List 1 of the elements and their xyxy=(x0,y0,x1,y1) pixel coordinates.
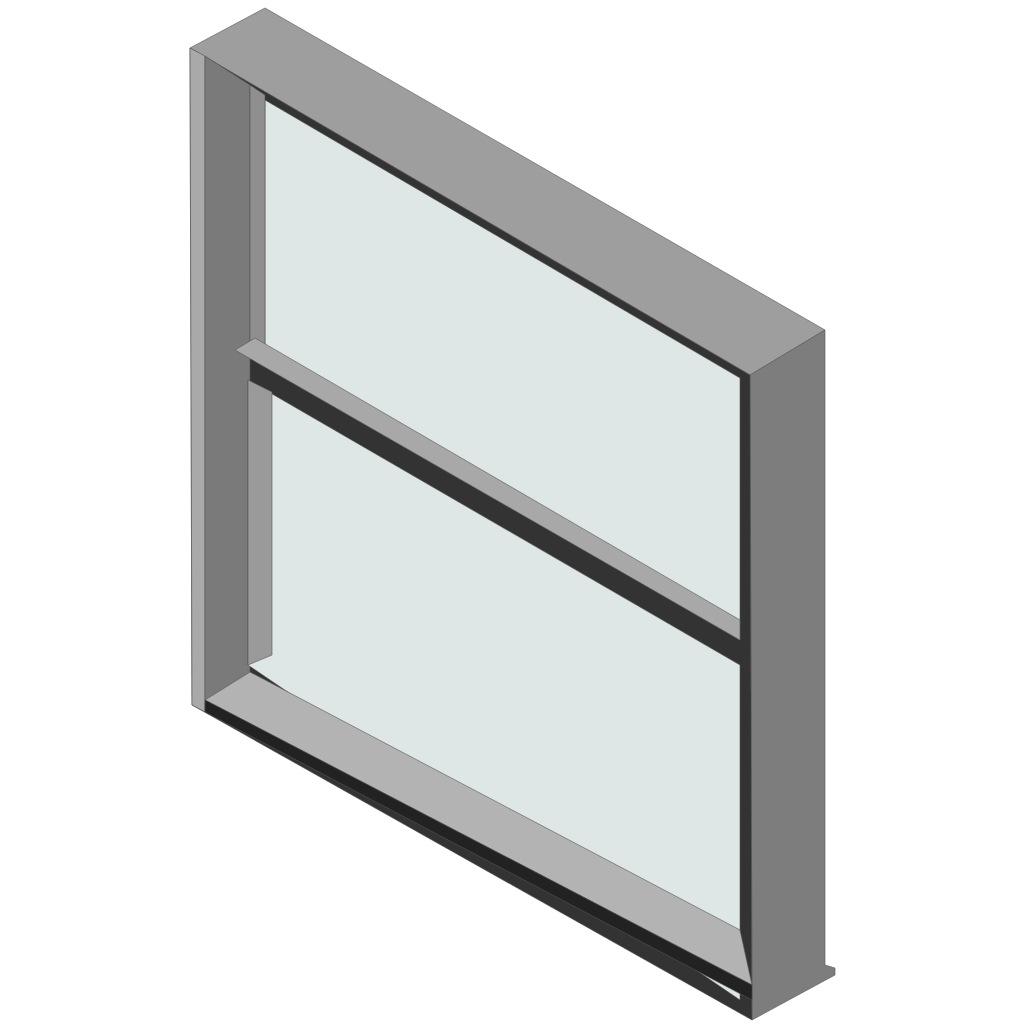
window-drawing xyxy=(189,7,836,1021)
